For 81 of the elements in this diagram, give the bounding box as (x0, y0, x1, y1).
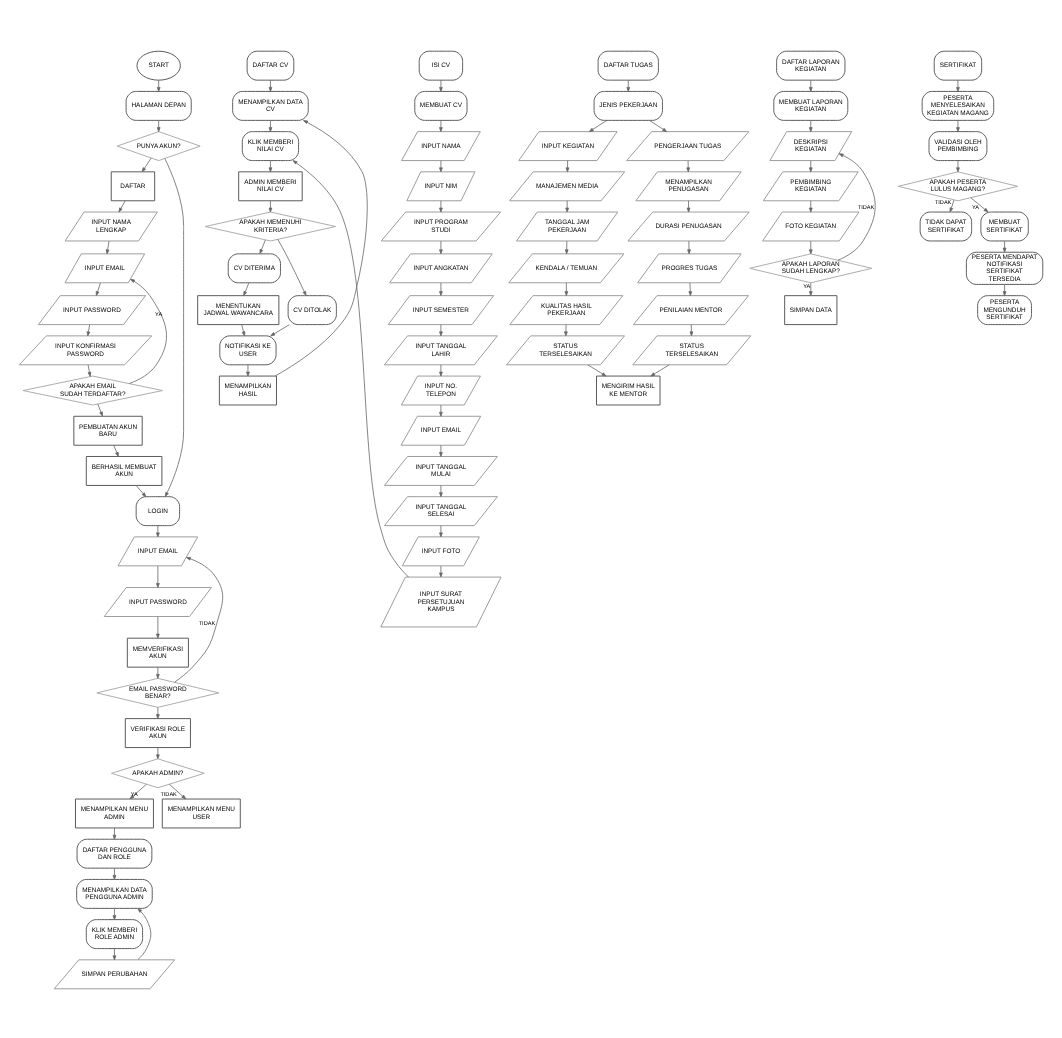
arrow (809, 78, 813, 91)
arrow (156, 78, 161, 91)
arrow (809, 199, 813, 212)
arrow (246, 363, 250, 376)
arrow (565, 199, 569, 212)
arrow (439, 159, 443, 172)
arrow (156, 615, 160, 638)
arrow (949, 198, 955, 212)
arrow (587, 363, 607, 376)
arrow (156, 524, 160, 537)
arrow (809, 159, 813, 172)
arrow (687, 239, 691, 254)
arrow (156, 706, 160, 718)
arrow (105, 239, 110, 254)
arrow (439, 323, 443, 336)
arrow (564, 239, 569, 254)
arrow (112, 907, 117, 920)
arrow (686, 159, 690, 172)
arrow (956, 119, 960, 132)
arrow (137, 907, 152, 959)
arrow (439, 78, 443, 91)
arrow (689, 323, 694, 336)
arrow (650, 363, 670, 376)
arrow (86, 323, 91, 336)
arrow (837, 152, 876, 260)
arrow (128, 277, 167, 383)
arrow (564, 323, 568, 336)
arrow (156, 665, 160, 678)
arrow (588, 119, 608, 132)
arrow (270, 323, 290, 336)
arrow (970, 196, 989, 212)
arrow (97, 402, 103, 416)
arrow (268, 199, 273, 212)
arrow (268, 78, 273, 91)
arrow (241, 323, 246, 336)
arrow (649, 119, 668, 132)
arrow (809, 239, 813, 254)
arrow (156, 564, 160, 587)
arrow (113, 443, 119, 456)
arrow (1002, 283, 1007, 295)
arrow (243, 281, 250, 295)
arrow (118, 199, 126, 212)
arrow (274, 119, 368, 376)
arrow (809, 281, 813, 295)
arrow (439, 239, 443, 254)
arrow (439, 564, 443, 577)
arrow (259, 238, 266, 253)
arrow (156, 119, 161, 132)
arrow (129, 782, 147, 799)
arrow (956, 78, 960, 91)
arrow (439, 403, 443, 416)
arrow (112, 866, 117, 879)
arrow (141, 156, 152, 172)
arrow (956, 159, 960, 172)
arrow (439, 443, 443, 456)
arrow (156, 746, 160, 759)
arrow (112, 826, 117, 839)
arrow (292, 159, 409, 577)
arrow (95, 281, 101, 295)
arrow (268, 159, 273, 172)
arrow (174, 556, 224, 682)
arrow (564, 281, 569, 295)
arrow (439, 363, 443, 376)
arrow (439, 199, 443, 212)
arrow (439, 524, 443, 537)
arrow (809, 119, 813, 132)
arrow (135, 484, 147, 497)
arrow (112, 947, 117, 960)
arrow (277, 237, 307, 295)
arrow (164, 157, 184, 496)
arrow (688, 281, 693, 295)
arrow (439, 119, 443, 132)
arrow (168, 782, 187, 799)
arrow (565, 159, 570, 172)
arrow (1002, 239, 1007, 252)
arrow (439, 484, 443, 497)
arrow (87, 363, 92, 376)
arrow (686, 199, 691, 212)
arrow (439, 281, 443, 295)
arrow (626, 78, 631, 91)
arrow (268, 119, 273, 132)
